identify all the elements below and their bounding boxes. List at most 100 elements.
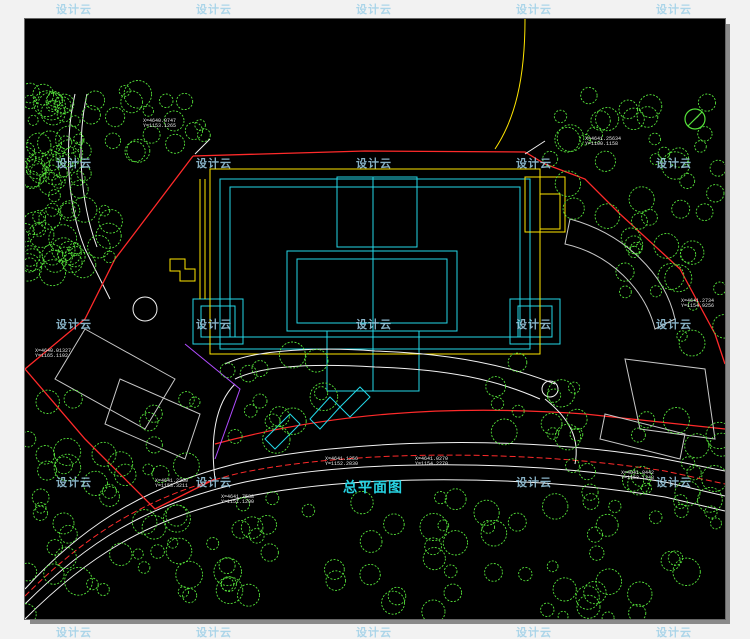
tree-symbol xyxy=(678,329,706,357)
coord-x: X=4640.0747 xyxy=(143,118,177,124)
tree-symbol xyxy=(679,173,696,189)
tree-symbol xyxy=(542,150,559,167)
tree-symbol xyxy=(165,537,193,565)
tree-symbol xyxy=(142,125,161,144)
tree-symbol xyxy=(443,564,458,578)
tree-symbol xyxy=(546,388,562,403)
tree-symbol xyxy=(578,463,596,481)
tree-symbol xyxy=(175,560,204,589)
tree-symbol xyxy=(667,550,684,566)
coord-x: X=4641.0270 xyxy=(415,456,449,462)
tree-symbol xyxy=(227,428,243,444)
tree-symbol xyxy=(104,132,122,149)
watermark: 设计云 xyxy=(656,627,692,639)
tree-symbol xyxy=(54,456,73,475)
watermark: 设计云 xyxy=(56,477,92,489)
tree-symbol xyxy=(697,126,713,142)
tree-symbol xyxy=(566,408,588,431)
tree-symbol xyxy=(511,404,525,418)
tree-symbol xyxy=(673,494,688,509)
watermark: 设计云 xyxy=(356,319,392,331)
tree-symbol xyxy=(668,147,689,168)
tree-symbol xyxy=(132,548,144,560)
tree-symbol xyxy=(25,170,41,189)
coord-y: Y=1154.2270 xyxy=(415,461,449,467)
tree-symbol xyxy=(485,376,507,397)
tree-symbol xyxy=(73,133,85,145)
tree-symbol xyxy=(629,241,643,255)
tree-symbol xyxy=(182,588,198,604)
tree-symbol xyxy=(674,480,701,507)
tree-symbol xyxy=(28,221,55,248)
tree-symbol xyxy=(150,544,165,559)
watermark: 设计云 xyxy=(196,158,232,170)
tree-symbol xyxy=(713,281,725,296)
watermark: 设计云 xyxy=(56,158,92,170)
tree-symbol xyxy=(627,472,650,496)
tree-symbol xyxy=(32,223,46,237)
tree-symbol xyxy=(70,170,86,186)
watermark: 设计云 xyxy=(196,4,232,16)
tree-symbol xyxy=(39,259,66,287)
tree-symbol xyxy=(109,542,133,566)
tree-symbol xyxy=(45,92,63,110)
tree-symbol xyxy=(359,563,381,586)
tree-symbol xyxy=(709,432,725,457)
tree-symbol xyxy=(638,411,656,429)
tree-symbol xyxy=(540,602,555,617)
tree-symbol xyxy=(25,94,38,110)
watermark: 设计云 xyxy=(356,627,392,639)
tree-symbol xyxy=(63,389,83,409)
watermark: 设计云 xyxy=(356,4,392,16)
tree-symbol xyxy=(590,110,611,131)
stair-block xyxy=(169,193,561,282)
tree-symbol xyxy=(55,125,84,154)
tree-symbol xyxy=(672,557,701,586)
front-plaza xyxy=(132,296,577,480)
tree-symbol xyxy=(618,99,639,120)
tree-symbol xyxy=(695,203,714,222)
coord-y: Y=1153.1243 xyxy=(621,475,655,481)
tree-symbol xyxy=(595,568,623,595)
tree-symbol xyxy=(45,202,60,217)
tree-symbol xyxy=(34,502,47,514)
access-road xyxy=(25,442,725,619)
watermark: 设计云 xyxy=(656,4,692,16)
watermark: 设计云 xyxy=(56,319,92,331)
tree-symbol xyxy=(648,510,663,524)
tree-symbol xyxy=(694,140,707,153)
coord-y: Y=1151.1200 xyxy=(221,499,255,505)
tree-symbol xyxy=(53,437,82,466)
tree-symbol xyxy=(421,599,446,619)
tree-symbol xyxy=(235,497,251,512)
tree-symbol xyxy=(25,603,37,619)
path-line xyxy=(184,343,241,460)
tree-symbol xyxy=(576,594,601,619)
tree-symbol xyxy=(710,517,722,530)
tree-symbol xyxy=(686,465,702,481)
watermark: 设计云 xyxy=(56,627,92,639)
tree-symbol xyxy=(178,391,195,408)
tree-symbol xyxy=(583,580,607,605)
tree-layer xyxy=(25,80,725,619)
tree-symbol xyxy=(32,83,55,106)
tree-symbol xyxy=(239,364,258,383)
coord-label: X=4641.25634 Y=1100.1158 xyxy=(585,137,621,147)
tree-symbol xyxy=(31,488,50,507)
tree-symbol xyxy=(444,488,467,511)
watermark: 设计云 xyxy=(516,627,552,639)
tree-symbol xyxy=(657,146,671,160)
tree-symbol xyxy=(44,164,60,181)
coord-label: X=4641.2260 Y=1153.3211 xyxy=(155,479,188,489)
tree-symbol xyxy=(279,407,307,435)
tree-symbol xyxy=(41,150,62,172)
tree-symbol xyxy=(249,528,265,544)
tree-symbol xyxy=(26,132,52,158)
north-arrow-icon xyxy=(684,108,706,130)
tree-symbol xyxy=(424,537,442,556)
tree-symbol xyxy=(151,465,170,484)
tree-symbol xyxy=(556,124,585,152)
tree-symbol xyxy=(383,513,405,535)
watermark: 设计云 xyxy=(196,627,232,639)
